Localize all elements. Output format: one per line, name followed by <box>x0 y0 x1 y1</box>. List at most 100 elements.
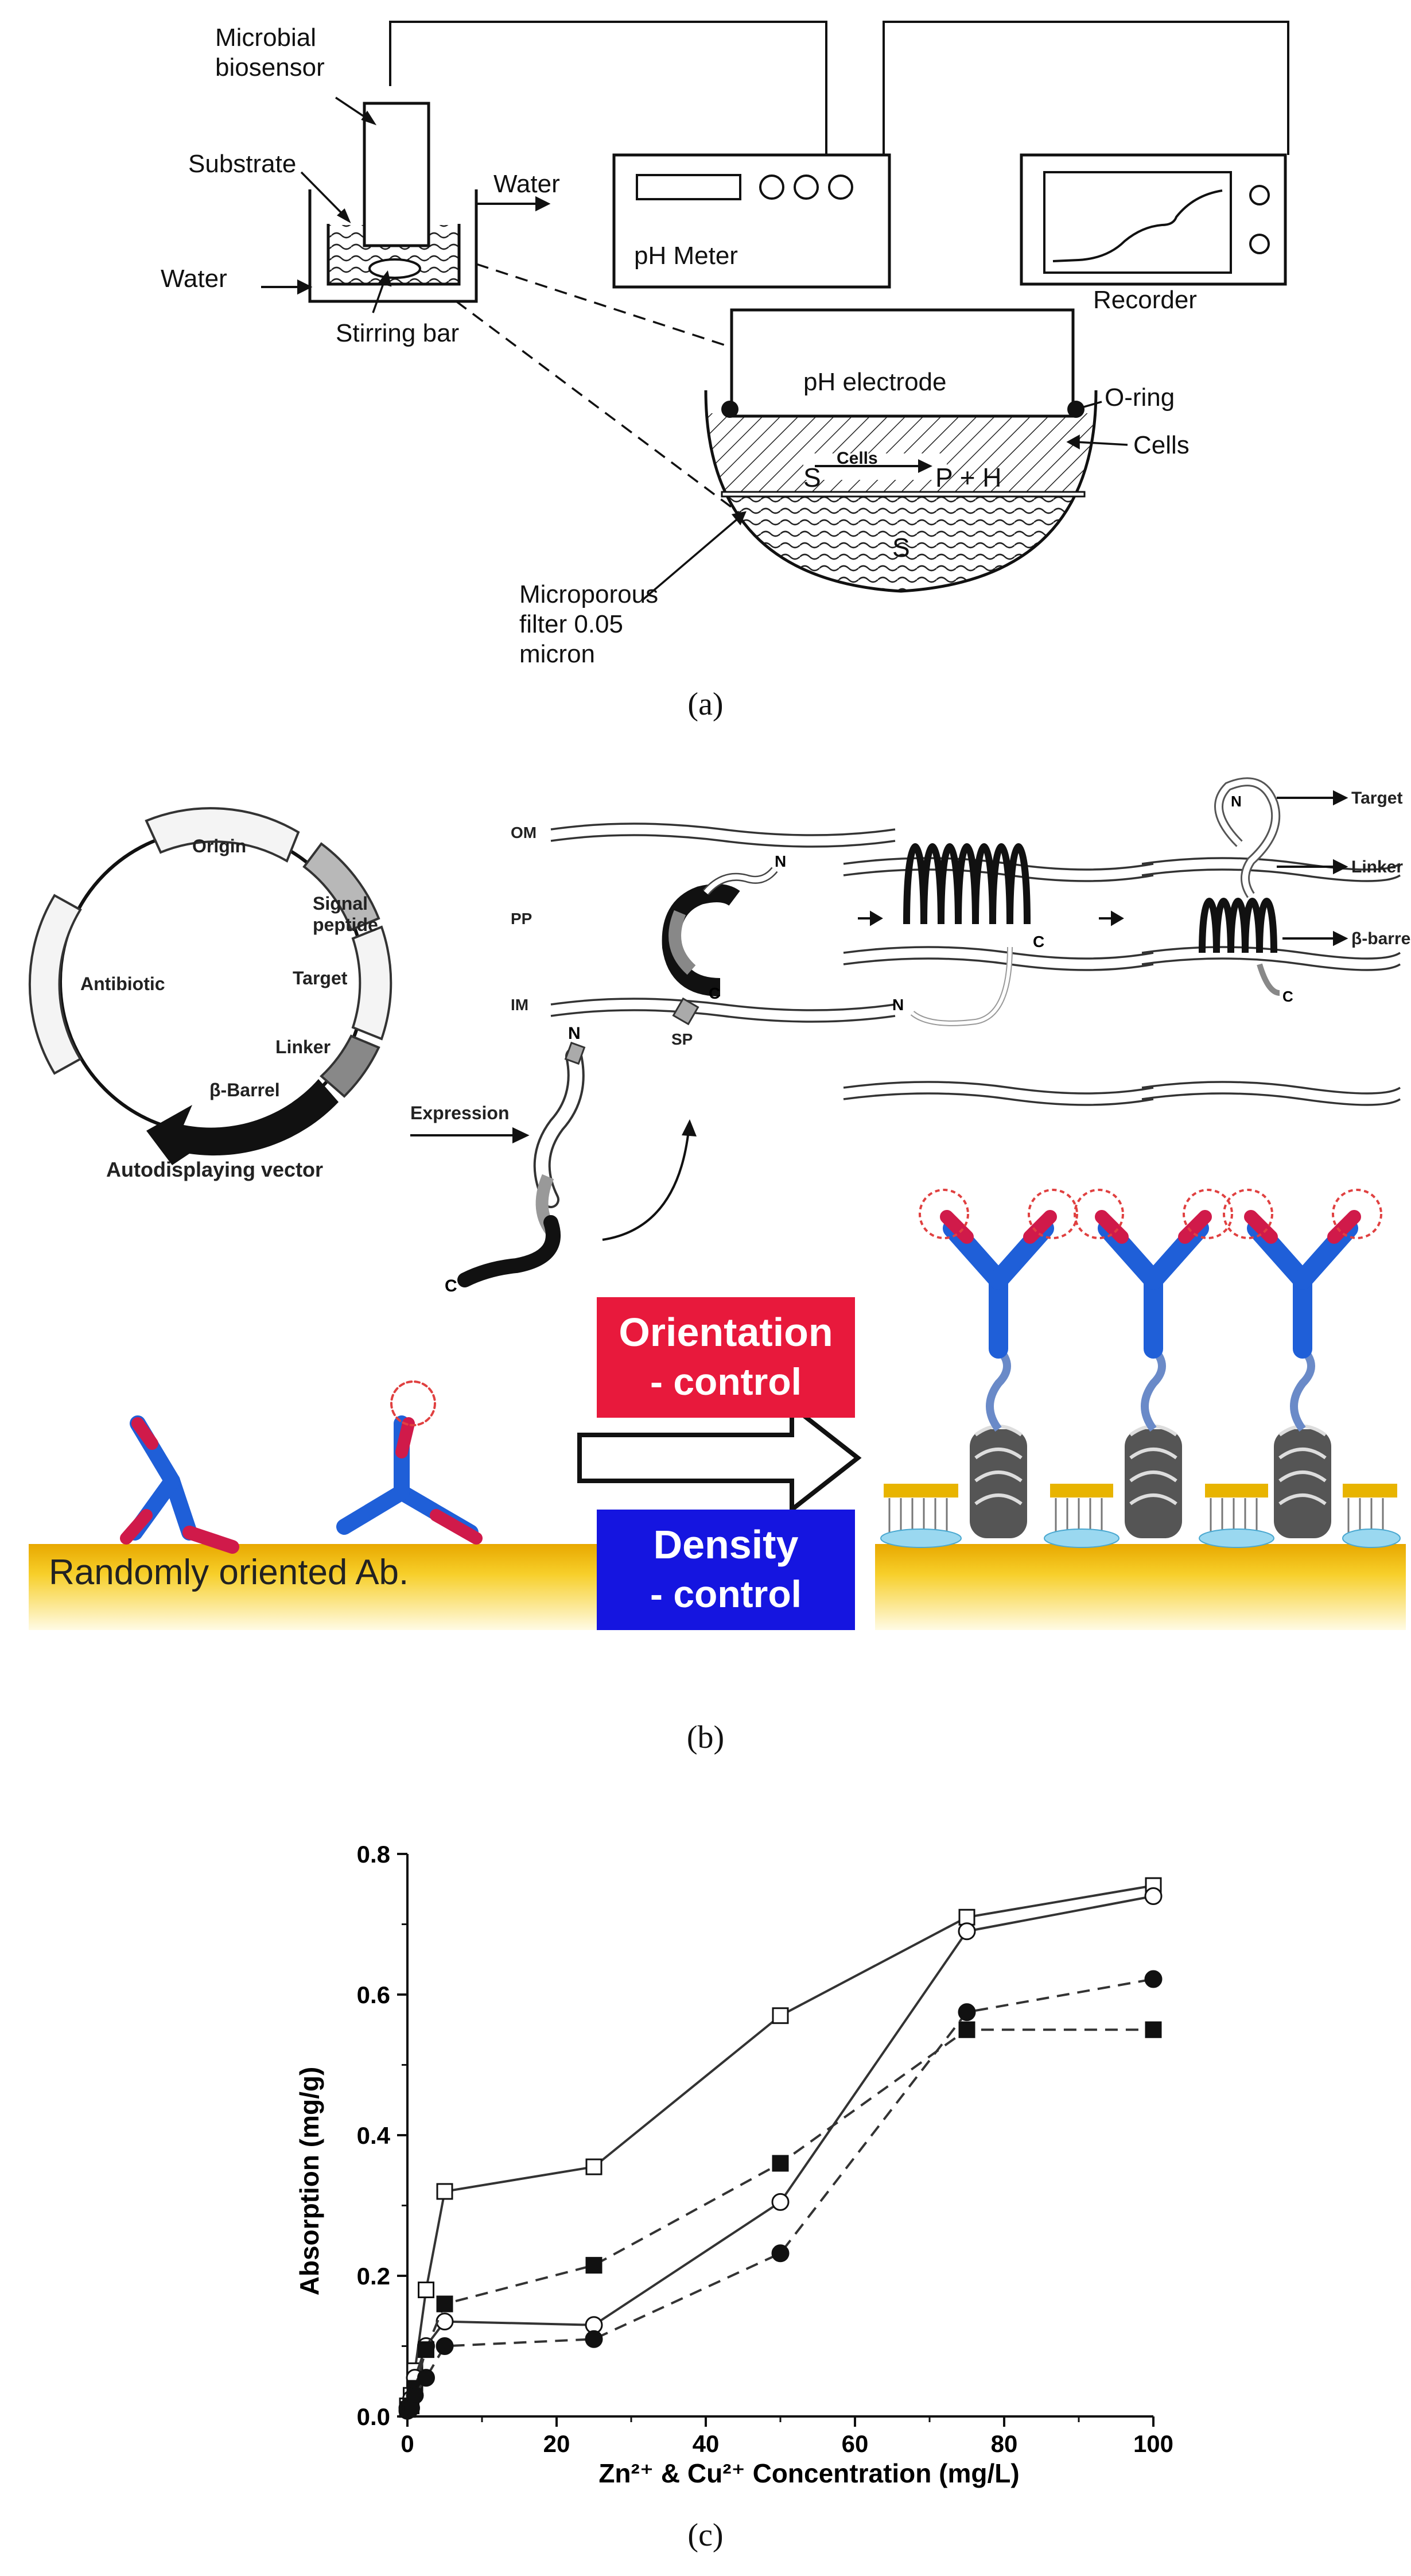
connection-wires <box>389 21 1289 155</box>
label-expression: Expression <box>410 1103 510 1123</box>
expression-arrow <box>410 1127 530 1144</box>
ph-meter-knob-2 <box>794 174 819 200</box>
translated-polypeptide <box>457 1041 586 1287</box>
series-4-point <box>406 2386 424 2404</box>
o-ring-left <box>721 401 738 418</box>
ph-meter-knob-1 <box>759 174 784 200</box>
label-random-ab: Randomly oriented Ab. <box>49 1553 409 1592</box>
water-flow-arrows <box>261 196 551 295</box>
label-c4: C <box>1282 988 1293 1005</box>
label-cells-inner: Cells <box>837 449 878 468</box>
label-orientation-1: Orientation <box>619 1310 833 1355</box>
label-density-1: Density <box>654 1522 799 1567</box>
y-tick-label: 0.4 <box>357 2122 391 2149</box>
label-leaders-a <box>300 96 392 313</box>
series-line-2 <box>406 1895 1154 2409</box>
membranes <box>550 823 1401 1106</box>
series-3-point <box>772 2155 789 2172</box>
label-stirring-bar: Stirring bar <box>336 319 459 347</box>
gold-surface-right <box>875 1544 1406 1630</box>
series-3-point <box>436 2295 453 2313</box>
series-4-point <box>436 2337 454 2355</box>
label-filter-2: filter 0.05 <box>519 610 623 638</box>
ph-meter-knob-3 <box>828 174 853 200</box>
series-4-point <box>771 2244 790 2263</box>
label-orientation-2: - control <box>650 1360 802 1403</box>
label-c1: C <box>445 1277 457 1295</box>
label-reaction-products: P + H <box>935 463 1002 492</box>
component-arrows <box>1277 790 1348 946</box>
label-ph-electrode: pH electrode <box>803 368 946 396</box>
water-jacket-beaker <box>308 189 478 303</box>
label-peptide: peptide <box>313 914 378 935</box>
series-1-point <box>585 2158 603 2175</box>
ph-electrode <box>730 308 1075 418</box>
label-om: OM <box>511 824 537 841</box>
label-im: IM <box>511 996 528 1014</box>
series-4-point <box>958 2003 976 2022</box>
gold-surface-left <box>29 1544 643 1630</box>
microbial-biosensor-probe <box>363 102 430 247</box>
ph-meter-device <box>612 153 891 289</box>
x-axis-label: Zn²⁺ & Cu²⁺ Concentration (mg/L) <box>598 2458 1019 2488</box>
oriented-antibody-1 <box>919 1189 1078 1538</box>
label-o-ring: O-ring <box>1105 383 1175 412</box>
label-cells: Cells <box>1133 431 1190 459</box>
x-tick-label: 80 <box>991 2430 1018 2457</box>
x-tick-label: 0 <box>401 2430 414 2457</box>
label-n1: N <box>568 1024 581 1043</box>
periplasm-protein <box>662 867 778 1026</box>
oriented-antibody-3 <box>1223 1189 1382 1538</box>
oriented-antibodies <box>919 1189 1382 1538</box>
label-substrate: Substrate <box>188 150 296 178</box>
series-1-point <box>418 2282 434 2298</box>
step-arrows <box>858 910 1124 926</box>
series-1-point <box>436 2183 453 2200</box>
series-1-point <box>772 2007 789 2024</box>
label-right-linker: Linker <box>1351 858 1403 876</box>
autodisplaying-plasmid <box>28 807 392 1165</box>
series-4-point <box>1144 1970 1163 1988</box>
label-filter-1: Microporous <box>519 580 658 608</box>
y-tick-label: 0.6 <box>357 1981 390 2008</box>
series-4-point <box>417 2369 435 2387</box>
series-line-3 <box>406 2028 1153 2411</box>
series-line-1 <box>406 1884 1154 2407</box>
label-leaders-electrode <box>642 401 1128 601</box>
x-tick-label: 40 <box>693 2430 720 2457</box>
segment-linker <box>320 1034 380 1098</box>
label-sp: SP <box>671 1030 693 1048</box>
series-2-point <box>771 2193 790 2211</box>
label-c2: C <box>709 984 720 1002</box>
segment-beta-barrel <box>146 1079 339 1165</box>
displayed-target <box>1199 777 1281 996</box>
series-4-point <box>585 2330 603 2348</box>
transition-arrow <box>577 1401 862 1515</box>
y-tick-label: 0.8 <box>357 1841 390 1868</box>
label-recorder: Recorder <box>1093 286 1197 314</box>
random-antibody-2 <box>336 1380 483 1545</box>
recorder-knob-2 <box>1249 234 1270 254</box>
label-filter-3: micron <box>519 640 595 668</box>
label-biosensor: biosensor <box>215 53 325 82</box>
recorder-trace <box>1052 189 1223 262</box>
label-density-2: - control <box>650 1573 802 1615</box>
label-pp: PP <box>511 910 532 928</box>
caption-c: (c) <box>687 2517 724 2553</box>
panel-b-diagram: Origin Signal peptide Antibiotic Target … <box>28 777 1411 1630</box>
label-n3: N <box>892 996 904 1014</box>
x-tick-label: 20 <box>543 2430 570 2457</box>
x-tick-label: 60 <box>842 2430 869 2457</box>
ph-meter-display <box>636 174 741 200</box>
series-3-point <box>418 2341 434 2358</box>
reaction-arrowhead <box>918 459 932 473</box>
label-target: Target <box>293 968 348 988</box>
recorder-knob-1 <box>1249 185 1270 205</box>
series-2-point <box>1144 1887 1163 1905</box>
label-antibiotic: Antibiotic <box>80 973 165 994</box>
recorder-screen <box>1043 171 1232 274</box>
panel-b: Origin Signal peptide Antibiotic Target … <box>0 775 1411 1716</box>
beta-barrel-insertion <box>903 843 1031 1026</box>
